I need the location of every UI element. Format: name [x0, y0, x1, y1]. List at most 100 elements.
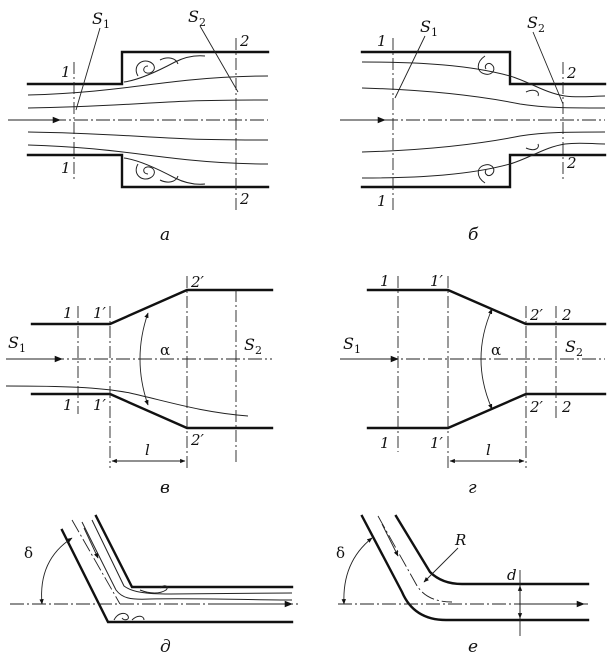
angle-label: α	[160, 341, 170, 359]
pipe-wall-inner	[394, 514, 590, 586]
pipe-wall-bottom	[30, 392, 274, 430]
leader-S1	[394, 35, 426, 99]
pipe-wall-outer	[60, 528, 294, 624]
panel-confuser: α l S1 S2 1 1 1′ 1′ 2′ 2′ 2 2 г	[340, 272, 607, 498]
streamline	[81, 521, 293, 601]
length-label: l	[145, 441, 150, 459]
eddy	[525, 143, 539, 151]
section-label-1-bottom: 1	[63, 396, 73, 414]
bend-axis	[377, 515, 453, 603]
section-label-1-top: 1	[63, 304, 73, 322]
panel-sudden-expansion: S1 S2 1 1 2 2 а	[8, 7, 270, 245]
diameter-label: d	[507, 566, 517, 584]
eddy	[477, 55, 495, 75]
section-label-1-bottom: 1	[377, 192, 387, 210]
eddy	[159, 175, 179, 183]
angle-arc	[341, 537, 373, 605]
length-label: l	[486, 441, 491, 459]
panel-sharp-bend: δ д	[10, 514, 298, 657]
area-label-S1: S1	[8, 333, 26, 355]
angle-arc	[480, 308, 493, 410]
section-label-1-bottom: 1	[380, 434, 390, 452]
eddy	[477, 164, 495, 184]
section-label-1-prime-bottom: 1′	[93, 396, 107, 414]
angle-label: α	[491, 341, 501, 359]
streamline	[91, 519, 293, 595]
section-label-1-prime-bottom: 1′	[430, 434, 444, 452]
eddy	[159, 57, 179, 65]
streamline	[27, 131, 269, 141]
pipe-wall-top	[26, 50, 270, 86]
angle-arc	[39, 537, 73, 605]
leader-S1	[75, 27, 101, 111]
caption-d: д	[160, 637, 171, 657]
section-label-2-bottom: 2	[239, 190, 250, 208]
area-label-S1: S1	[420, 17, 438, 39]
section-label-2-bottom: 2	[566, 154, 577, 172]
panel-diffuser: α l S1 S2 1 1 1′ 1′ 2′ 2′ в	[5, 273, 274, 498]
inflow-arrow	[83, 527, 99, 559]
streamline	[27, 99, 269, 109]
radius-leader	[423, 547, 459, 583]
area-label-S1: S1	[92, 9, 110, 31]
eddy	[525, 89, 539, 97]
section-label-1-top: 1	[380, 272, 390, 290]
pipe-wall-bottom	[366, 392, 607, 430]
eddy	[135, 163, 155, 180]
eddy	[135, 60, 155, 77]
pipe-wall-outer	[360, 514, 590, 622]
streamline	[361, 61, 606, 98]
area-label-S1: S1	[343, 334, 361, 356]
eddy	[139, 585, 168, 594]
section-label-2-top: 2	[239, 32, 250, 50]
panel-smooth-bend: δ R d е	[336, 514, 590, 657]
section-label-2-prime-bottom: 2′	[190, 431, 205, 449]
pipe-wall-top	[30, 288, 274, 326]
streamline	[5, 385, 249, 417]
caption-v: в	[160, 478, 170, 498]
section-label-2-prime-top: 2′	[190, 273, 205, 291]
panel-sudden-contraction: S1 S2 1 1 2 2 б	[340, 13, 607, 245]
streamline	[361, 87, 606, 109]
pipe-wall-top	[360, 50, 607, 86]
area-label-S2: S2	[527, 13, 545, 35]
section-label-2-prime-top: 2′	[529, 306, 544, 324]
area-label-S2: S2	[188, 7, 206, 29]
section-label-1-prime-top: 1′	[430, 272, 444, 290]
streamline	[27, 144, 269, 165]
eddy	[113, 612, 129, 621]
angle-arc	[139, 312, 149, 406]
streamline	[361, 142, 606, 179]
leader-S2	[199, 25, 239, 93]
section-label-2-prime-bottom: 2′	[529, 398, 544, 416]
section-label-1-top: 1	[377, 32, 387, 50]
pipe-wall-bottom	[360, 153, 607, 189]
inflow-arrow	[381, 523, 399, 557]
area-label-S2: S2	[244, 335, 262, 357]
leader-S2	[532, 31, 564, 105]
section-label-2-top: 2	[561, 306, 572, 324]
section-label-2-bottom: 2	[561, 398, 572, 416]
pipe-wall-bottom	[26, 153, 270, 189]
pipe-wall-top	[366, 288, 607, 326]
streamline	[27, 75, 269, 96]
separation-zone	[123, 157, 206, 185]
streamline	[361, 131, 606, 153]
angle-label: δ	[24, 544, 33, 562]
eddy	[131, 615, 145, 621]
section-label-2-top: 2	[566, 64, 577, 82]
inlet-axis	[71, 519, 121, 605]
radius-label: R	[454, 531, 466, 549]
angle-label: δ	[336, 544, 345, 562]
pipe-wall-inner	[94, 514, 294, 589]
section-label-1-prime-top: 1′	[93, 304, 107, 322]
area-label-S2: S2	[565, 337, 583, 359]
caption-e: е	[468, 637, 478, 657]
section-label-1-top: 1	[61, 63, 71, 81]
caption-g: г	[468, 478, 477, 498]
caption-b: б	[468, 225, 479, 245]
caption-a: а	[160, 225, 170, 245]
section-label-1-bottom: 1	[61, 159, 71, 177]
separation-zone	[123, 55, 206, 83]
